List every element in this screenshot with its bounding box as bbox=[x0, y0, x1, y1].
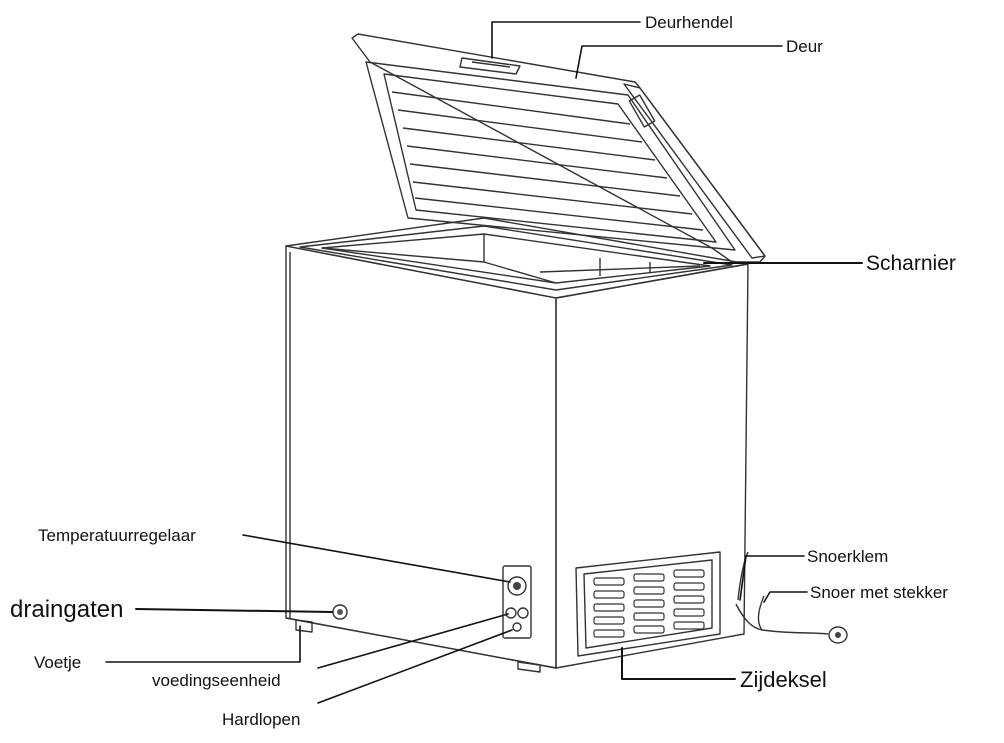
grille-slot bbox=[593, 577, 625, 586]
label-door-handle: Deurhendel bbox=[645, 13, 733, 32]
grille-slot bbox=[673, 608, 705, 617]
thermostat-knob bbox=[507, 576, 527, 596]
plug-shape bbox=[828, 626, 848, 644]
label-thermostat: Temperatuurregelaar bbox=[38, 526, 196, 545]
side-cover-grille bbox=[575, 551, 721, 657]
grille-slot bbox=[633, 612, 665, 621]
freezer-lid bbox=[351, 33, 766, 263]
grille-slot bbox=[673, 595, 705, 604]
grille-slot bbox=[593, 616, 625, 625]
freezer-side-face bbox=[555, 263, 749, 669]
grille-slot bbox=[593, 603, 625, 612]
label-power-unit: voedingseenheid bbox=[152, 671, 281, 690]
control-panel bbox=[502, 565, 532, 639]
leader-lines bbox=[105, 21, 863, 704]
label-hinge: Scharnier bbox=[866, 252, 956, 275]
grille-slot bbox=[673, 569, 705, 578]
power-cord bbox=[735, 551, 848, 644]
label-drain-holes: draingaten bbox=[10, 596, 123, 623]
label-foot: Voetje bbox=[34, 653, 81, 672]
door-handle-shape bbox=[459, 57, 521, 75]
label-power-cord: Snoer met stekker bbox=[810, 583, 948, 602]
label-cord-clamp: Snoerklem bbox=[807, 547, 888, 566]
grille-slot bbox=[593, 590, 625, 599]
grille-slot bbox=[633, 573, 665, 582]
grille-slot bbox=[673, 582, 705, 591]
labels: Deurhendel Deur Scharnier Temperatuurreg… bbox=[10, 13, 956, 729]
grille-slot bbox=[633, 625, 665, 634]
label-side-cover: Zijdeksel bbox=[740, 667, 827, 692]
label-running: Hardlopen bbox=[222, 710, 300, 729]
grille-slot bbox=[633, 599, 665, 608]
grille-slot bbox=[633, 586, 665, 595]
freezer-illustration bbox=[285, 33, 848, 673]
foot-shape bbox=[295, 619, 313, 633]
grille-slot bbox=[593, 629, 625, 638]
label-door: Deur bbox=[786, 37, 823, 56]
grille-slot bbox=[673, 621, 705, 630]
freezer-front-face bbox=[285, 245, 557, 669]
